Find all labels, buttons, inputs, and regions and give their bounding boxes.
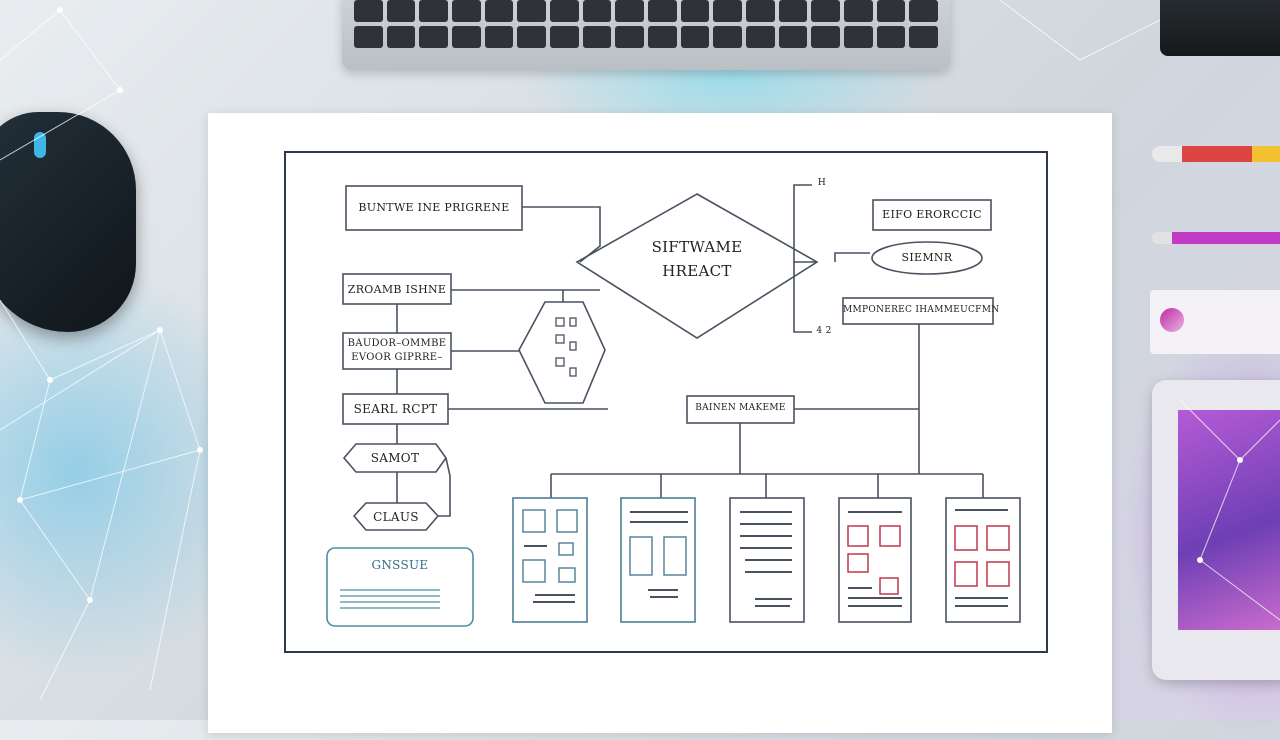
hex-label-2: CLAUS — [373, 510, 419, 524]
title-box-label: BUNTWE INE PRIGRENE — [358, 201, 510, 214]
small-tag-1: H — [817, 178, 827, 188]
pen — [1152, 146, 1280, 162]
left-box-label-3: EVOOR GIPRRE– — [351, 352, 443, 363]
paper-sheet — [208, 113, 1112, 733]
device-corner — [1160, 0, 1280, 56]
left-box-label-2: BAUDOR–OMMBE — [347, 338, 447, 349]
right-long-box-label: MMPONEREC IHAMMEUCFMN — [843, 305, 1000, 315]
right-box-label: EIFO ERORCCIC — [882, 208, 982, 221]
tablet — [1152, 380, 1280, 680]
hex-label-1: SAMOT — [370, 451, 420, 465]
flowchart — [326, 184, 1021, 627]
pen — [1152, 232, 1280, 244]
note-card — [1150, 290, 1280, 354]
left-box-label-1: ZROAMB ISHNE — [347, 283, 447, 296]
diagram-frame — [284, 151, 1048, 653]
small-tag-2: 4 2 — [816, 326, 832, 336]
right-oval-label: SIEMNR — [901, 251, 953, 264]
bottom-box-label: GNSSUE — [371, 558, 429, 572]
middle-box-label: BAINEN MAKEME — [695, 403, 786, 413]
computer-mouse — [0, 112, 136, 332]
left-box-label-4: SEARL RCPT — [353, 402, 438, 416]
diamond-label-2: HREACT — [662, 262, 732, 280]
diamond-label-1: SIFTWAME — [651, 238, 743, 256]
network-lines — [1179, 399, 1280, 621]
keyboard — [342, 0, 950, 70]
